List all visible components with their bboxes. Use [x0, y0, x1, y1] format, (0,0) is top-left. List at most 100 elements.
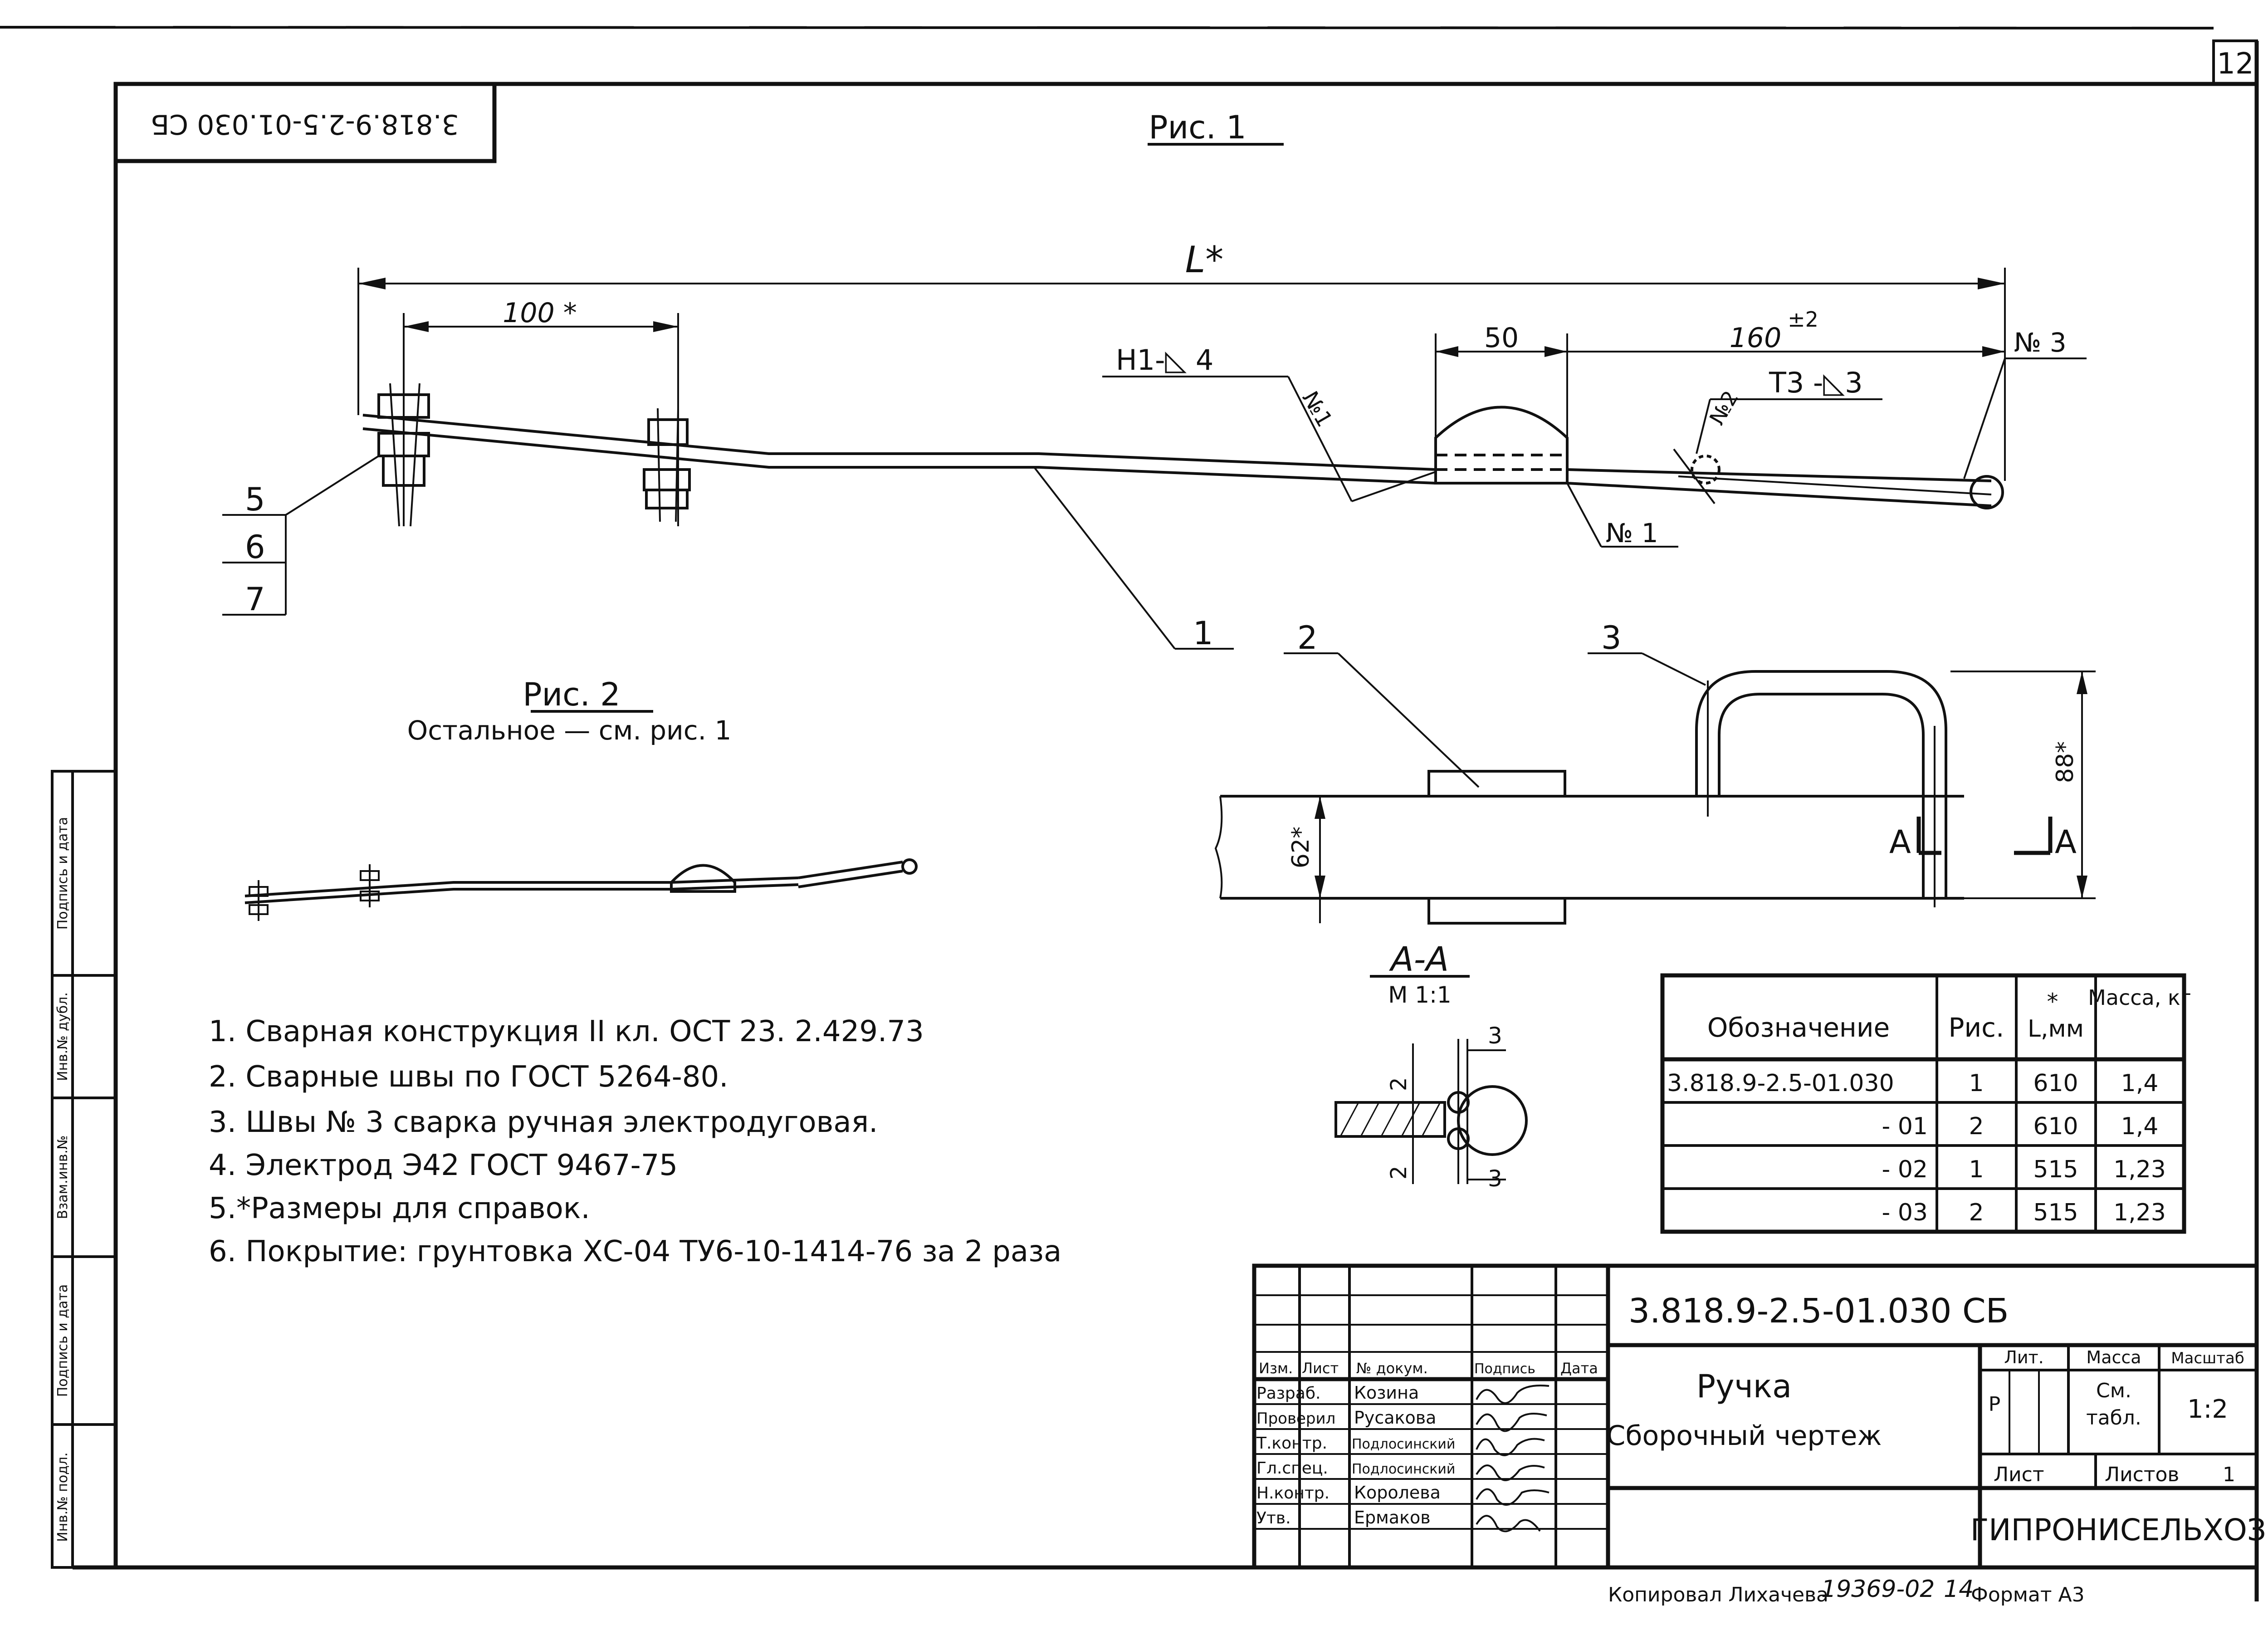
- dim-160: 160: [1730, 322, 1782, 354]
- variants-table: Обозначение Рис. * L,мм Масса, кг 3.818.…: [1660, 973, 2191, 1234]
- tb-col-date: Дата: [1560, 1360, 1598, 1377]
- figure-2: Рис. 2 Остальное — см. рис. 1: [244, 676, 918, 921]
- table-row-2-mass: 1,4: [2121, 1113, 2159, 1140]
- table-row-1-L: 610: [2033, 1070, 2078, 1097]
- tb-name-line2: Сборочный чертеж: [1607, 1420, 1882, 1452]
- aa-detail: А-А М 1:1 3 3 2 2: [1334, 940, 1528, 1192]
- dim-62: 62*: [1287, 827, 1315, 868]
- side-stamp-podpis-2: Подпись и дата: [55, 817, 71, 930]
- table-header-designation: Обозначение: [1707, 1012, 1890, 1043]
- pos-7: 7: [245, 581, 265, 618]
- table-row-1-fig: 1: [1969, 1070, 1984, 1097]
- note-3: 3. Швы № 3 сварка ручная электродуговая.: [209, 1106, 878, 1139]
- cut-mark-right: А: [2055, 823, 2077, 861]
- table-row-1-mass: 1,4: [2121, 1070, 2159, 1097]
- note-2: 2. Сварные швы по ГОСТ 5264-80.: [209, 1060, 728, 1094]
- pos-2: 2: [1297, 619, 1318, 656]
- weld-t3-label: Т3 -◺3: [1769, 366, 1863, 399]
- weld-h1-label: Н1-◺ 4: [1116, 343, 1213, 377]
- note-4: 4. Электрод Э42 ГОСТ 9467-75: [209, 1149, 678, 1182]
- leader-position-1: 1: [1033, 466, 1234, 652]
- rotated-code: 3.818.9-2.5-01.030 СБ: [151, 108, 459, 140]
- table-row-4-designation: - 03: [1882, 1199, 1928, 1226]
- aa-dim-left-top: 2: [1386, 1077, 1412, 1091]
- fig2-title: Рис. 2: [523, 676, 620, 713]
- fig2-note: Остальное — см. рис. 1: [407, 715, 732, 746]
- aa-dim-top: 3: [1488, 1023, 1502, 1049]
- table-header-star: *: [2047, 989, 2058, 1015]
- table-row-3-mass: 1,23: [2113, 1156, 2166, 1183]
- fig2-drawing: [244, 858, 918, 921]
- tb-mass-value-1: См.: [2096, 1379, 2131, 1402]
- pos-6: 6: [245, 529, 265, 566]
- tb-scale-value: 1:2: [2187, 1395, 2228, 1424]
- tb-lit-label: Лит.: [2004, 1347, 2044, 1367]
- bolt-left: [377, 383, 430, 527]
- table-row-1-designation: 3.818.9-2.5-01.030: [1667, 1070, 1894, 1097]
- tb-name-3: Подлосинский: [1352, 1436, 1455, 1452]
- paper-format: Формат А3: [1971, 1583, 2085, 1606]
- weld-no1-b: № 1: [1566, 483, 1678, 548]
- weld-no1-b-label: № 1: [1606, 518, 1658, 548]
- table-row-2-fig: 2: [1969, 1113, 1984, 1140]
- table-header-fig: Рис.: [1949, 1012, 2004, 1043]
- signatures: [1476, 1385, 1549, 1532]
- pos-3: 3: [1601, 619, 1622, 656]
- tb-col-list: Лист: [1302, 1360, 1339, 1377]
- side-stamp-podpis-1: Подпись и дата: [55, 1284, 71, 1397]
- copied-by: Копировал Лихачева: [1608, 1583, 1828, 1606]
- aa-scale: М 1:1: [1388, 982, 1452, 1008]
- pos-5: 5: [245, 481, 265, 518]
- note-1: 1. Сварная конструкция II кл. ОСТ 23. 2.…: [209, 1015, 924, 1048]
- tb-name-5: Королева: [1354, 1483, 1441, 1503]
- order-number: 19369-02: [1821, 1576, 1935, 1603]
- table-row-2-designation: - 01: [1882, 1113, 1928, 1140]
- table-row-3-L: 515: [2033, 1156, 2078, 1183]
- weld-h1: Н1-◺ 4 №1: [1102, 343, 1436, 502]
- cut-mark-left: А: [1889, 823, 1911, 861]
- tb-col-doc: № докум.: [1356, 1360, 1428, 1377]
- leader-positions-5-6-7: 5 6 7: [222, 455, 380, 618]
- tb-name-6: Ермаков: [1354, 1508, 1431, 1528]
- weld-no2: №2: [1705, 387, 1743, 429]
- sheet-number: 12: [2217, 47, 2253, 81]
- bolt-right: [643, 408, 691, 522]
- table-header-mass: Масса, кг: [2088, 985, 2191, 1010]
- tb-name-1: Козина: [1354, 1383, 1419, 1403]
- handle-bar: [362, 414, 2004, 509]
- tb-col-izm: Изм.: [1259, 1360, 1293, 1377]
- dim-88: 88*: [2052, 741, 2079, 783]
- side-stamp-dubl: Инв.№ дубл.: [55, 992, 71, 1081]
- copy-number: 14: [1944, 1576, 1974, 1603]
- dim-50: 50: [1484, 322, 1519, 354]
- side-stamp-inv-podl: Инв.№ подл.: [55, 1452, 71, 1542]
- tb-mass-label: Масса: [2086, 1347, 2141, 1367]
- side-stamp-vzam: Взам.инв.№: [55, 1136, 71, 1219]
- figure-1: Рис. 1 L* 100 * 50 160 ±2: [222, 109, 2087, 652]
- weld-t3: Т3 -◺3 №2: [1696, 366, 1882, 454]
- table-row-2-L: 610: [2033, 1113, 2078, 1140]
- tb-role-1: Разраб.: [1256, 1384, 1320, 1403]
- tb-scale-label: Масштаб: [2171, 1349, 2244, 1367]
- table-row-3-fig: 1: [1969, 1156, 1984, 1183]
- tb-name-line1: Ручка: [1696, 1368, 1792, 1405]
- weld-no3: № 3: [1963, 327, 2087, 479]
- weld-no3-label: № 3: [2014, 327, 2067, 358]
- tb-role-5: Н.контр.: [1256, 1484, 1330, 1503]
- fig1-title: Рис. 1: [1149, 109, 1246, 146]
- bottom-line: Копировал Лихачева 19369-02 14 Формат А3: [1608, 1576, 2085, 1606]
- table-header-L: L,мм: [2028, 1015, 2084, 1043]
- tb-role-2: Проверил: [1256, 1410, 1335, 1428]
- title-block: Изм. Лист № докум. Подпись Дата Разраб. …: [1252, 1263, 2266, 1570]
- dim-160-tolerance: ±2: [1788, 307, 1818, 332]
- tb-name-4: Подлосинский: [1352, 1461, 1455, 1477]
- table-row-4-mass: 1,23: [2113, 1199, 2166, 1226]
- aa-title: А-А: [1389, 940, 1449, 979]
- note-5: 5.*Размеры для справок.: [209, 1192, 590, 1225]
- tb-sheets-value: 1: [2223, 1463, 2235, 1486]
- pos-1: 1: [1193, 615, 1213, 652]
- tb-designation: 3.818.9-2.5-01.030 СБ: [1628, 1292, 2009, 1331]
- table-row-4-L: 515: [2033, 1199, 2078, 1226]
- tb-role-3: Т.контр.: [1256, 1434, 1327, 1453]
